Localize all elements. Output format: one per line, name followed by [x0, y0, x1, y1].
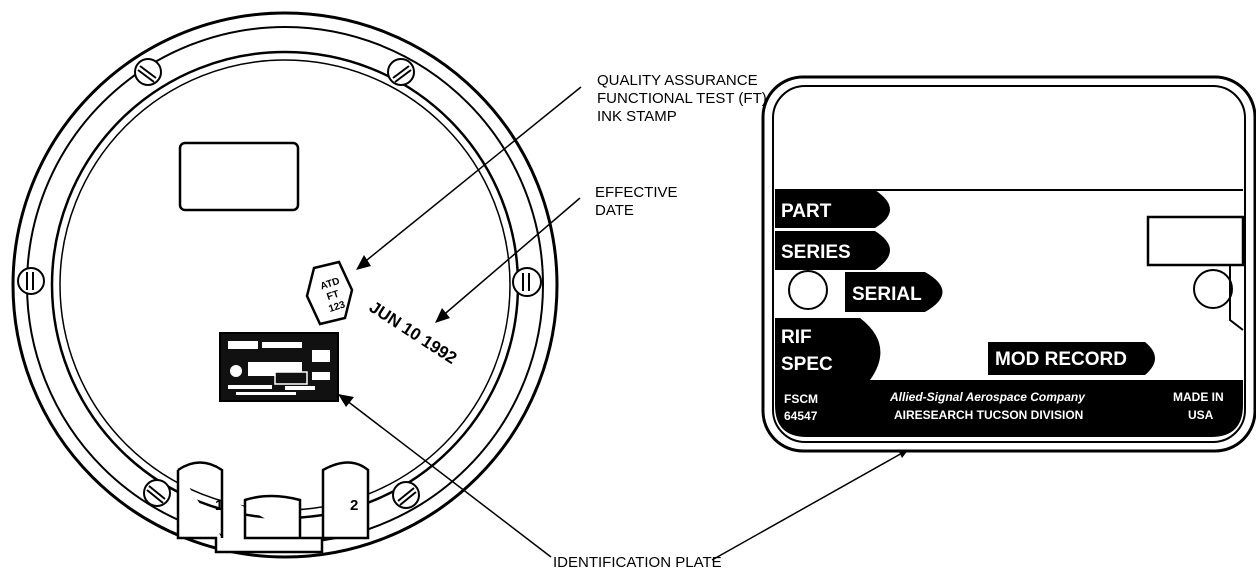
qa-callout-line3: INK STAMP: [597, 108, 677, 125]
ident-leader-left: [341, 396, 552, 558]
connector-1-label: 1: [215, 497, 223, 514]
effective-callout-line2: DATE: [595, 202, 634, 219]
unit-housing: [11, 11, 559, 559]
qa-ink-stamp: ATD FT 123: [305, 260, 354, 326]
qa-leader-arrowhead: [356, 255, 371, 270]
plate-rif-label: RIF: [781, 327, 812, 348]
plate-hole-left: [788, 270, 828, 310]
screw-bottom-left: [143, 479, 171, 507]
plate-division-name: AIRESEARCH TUCSON DIVISION: [894, 408, 1083, 422]
plate-fscm-label: FSCM: [784, 392, 818, 406]
screw-bottom-right: [392, 481, 420, 509]
plate-fscm-code: 64547: [784, 409, 818, 423]
effective-leader-arrowhead: [435, 308, 450, 323]
qa-leader-line: [361, 86, 582, 265]
screw-top-right: [387, 58, 415, 86]
plate-part-label: PART: [781, 201, 832, 222]
display-window: [178, 141, 300, 212]
stamp-line3: 123: [327, 299, 347, 315]
plate-made-in-label: MADE IN: [1173, 390, 1224, 404]
plate-spec-label: SPEC: [781, 354, 833, 375]
plate-country-label: USA: [1188, 408, 1214, 422]
screw-right: [512, 267, 542, 297]
effective-leader-line: [439, 197, 581, 319]
plate-blank-box: [1146, 215, 1245, 267]
plate-series-label: SERIES: [781, 242, 851, 263]
connector-block: [176, 461, 370, 554]
plate-mod-record-label: MOD RECORD: [995, 349, 1127, 370]
screw-top-left: [134, 58, 162, 86]
plate-serial-label: SERIAL: [852, 284, 922, 305]
plate-company-name: Allied-Signal Aerospace Company: [889, 390, 1086, 404]
qa-callout-line1: QUALITY ASSURANCE: [597, 72, 758, 89]
stamp-line2: FT: [326, 289, 341, 303]
housing-screws: [17, 58, 542, 509]
ident-leader-left-arrowhead: [338, 394, 354, 407]
plate-hole-right: [1193, 269, 1233, 309]
screw-left: [17, 267, 45, 295]
effective-callout-line1: EFFECTIVE: [595, 184, 678, 201]
qa-callout-line2: FUNCTIONAL TEST (FT): [597, 90, 767, 107]
connector-2-label: 2: [350, 497, 358, 514]
ident-leader-right: [711, 451, 905, 561]
unit-identification-plate: [219, 332, 339, 402]
identification-plate-enlarged: [761, 75, 1256, 453]
effective-date-stamp: JUN 10 1992: [366, 297, 460, 368]
identification-plate-callout: IDENTIFICATION PLATE: [553, 554, 722, 571]
